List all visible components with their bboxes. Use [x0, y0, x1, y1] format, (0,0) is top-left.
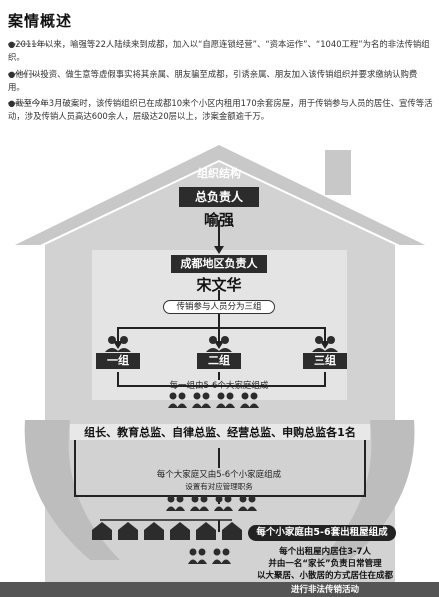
group-note: 每一组由5-6个大家庭组成: [169, 381, 269, 391]
paragraph-2: ●他们以投资、做生意等虚假事实将其亲属、朋友骗至成都，引诱亲属、朋友加入该传销组…: [8, 68, 434, 93]
paragraph-leaders: [8, 43, 48, 104]
group-2-box: 二组: [197, 353, 241, 369]
bottom-note-2: 并由一名“家长”负责日常管理: [268, 559, 382, 569]
right-hand-icon: [320, 420, 415, 560]
family-note: 每个大家庭又由5-6个小家庭组成: [156, 470, 282, 480]
resident-icons: [188, 548, 231, 564]
regional-role-box: 成都地区负责人: [171, 255, 267, 273]
group-person-icons: [105, 336, 338, 352]
supervisors-text: 组长、教育总监、自律总监、经营总监、申购总监各1名: [70, 424, 370, 440]
regional-role-name: 宋文华: [196, 276, 242, 294]
paragraph-2-text: ●他们以投资、做生意等虚假事实将其亲属、朋友骗至成都，引诱亲属、朋友加入该传销组…: [8, 69, 418, 92]
connector-lines: [74, 220, 366, 532]
paragraph-3: ●截至今年3月破案时，该传销组织已在成都10来个小区内租用170余套房屋，用于传…: [8, 97, 434, 122]
page-title: 案情概述: [8, 12, 73, 30]
top-role-name: 喻强: [203, 211, 234, 229]
bottom-note-1: 每个出租屋内居住3-7人: [279, 547, 371, 557]
left-hand-icon: [24, 420, 121, 560]
house-chimney: [325, 150, 351, 195]
paragraph-1: ●2011年以来，喻强等22人陆续来到成都，加入以“自愿连锁经营”、“资本运作”…: [8, 38, 434, 63]
paragraph-3-text: ●截至今年3月破案时，该传销组织已在成都10来个小区内租用170余套房屋，用于传…: [8, 98, 433, 121]
small-family-note: 每个小家庭由5-6套出租屋组成: [248, 525, 396, 541]
bottom-note-4: 进行非法传销活动: [290, 585, 359, 595]
bottom-bar: [0, 582, 439, 597]
group-3-box: 三组: [303, 353, 347, 369]
bottom-note-3: 以大聚居、小散居的方式居住在成都: [256, 571, 393, 581]
paragraph-1-text: ●2011年以来，喻强等22人陆续来到成都，加入以“自愿连锁经营”、“资本运作”…: [8, 39, 430, 62]
house-roof: [15, 145, 425, 245]
split-note: 传销参与人员分为三组: [163, 300, 275, 314]
top-role-box: 总负责人: [179, 187, 259, 207]
big-family-icons: [168, 392, 259, 408]
small-family-icons: [166, 495, 257, 511]
rental-house-icons: [92, 522, 242, 540]
management-note: 设置有对应管理职务: [185, 482, 253, 491]
chart-heading: 组织结构: [197, 167, 241, 180]
group-1-box: 一组: [96, 353, 140, 369]
